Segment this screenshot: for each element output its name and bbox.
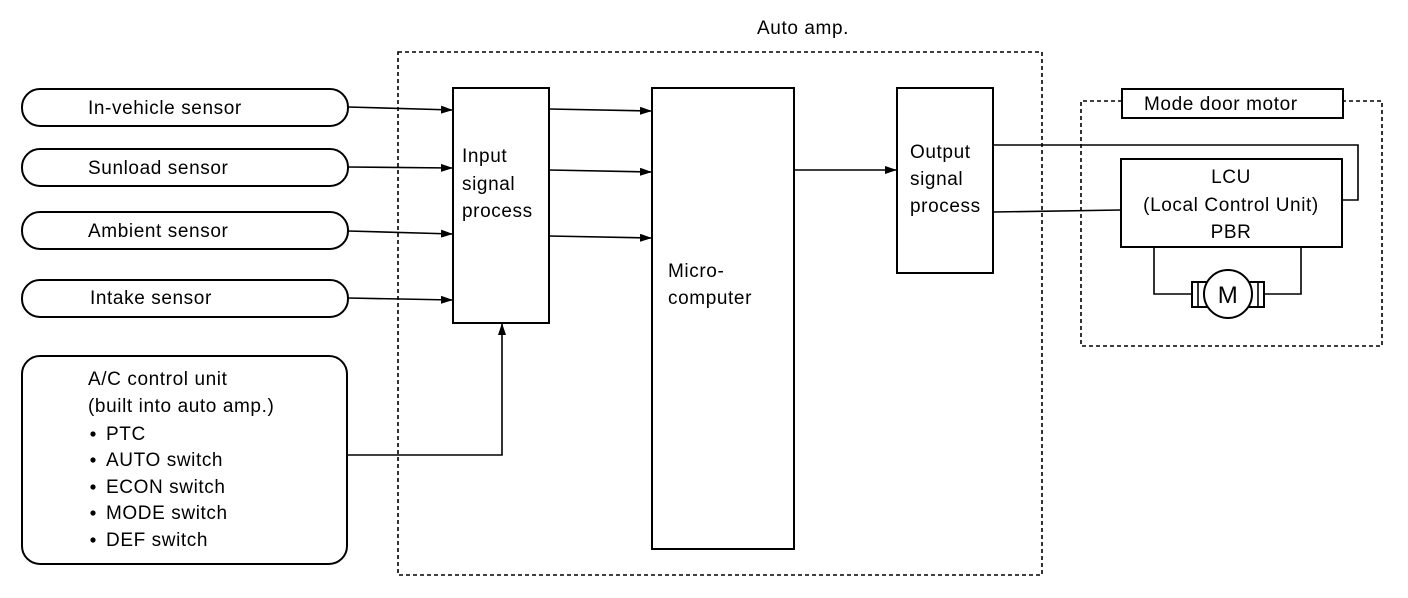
sensor-ambient: Ambient sensor bbox=[21, 211, 349, 250]
microcomputer-label-line1: Micro- bbox=[668, 261, 724, 282]
sensor-box bbox=[21, 211, 349, 250]
microcomputer: Micro- computer bbox=[651, 87, 795, 550]
ac-item-mode-switch: MODE switch bbox=[106, 503, 228, 524]
ac-control-unit-title: A/C control unit bbox=[88, 369, 228, 390]
sensor-label: Ambient sensor bbox=[88, 221, 228, 242]
microcomputer-label-line2: computer bbox=[668, 288, 752, 309]
bullet bbox=[90, 510, 96, 516]
input-label-line1: Input bbox=[462, 146, 507, 167]
ac-control-unit-box bbox=[21, 355, 348, 565]
ac-control-arrow bbox=[347, 323, 506, 456]
intake-arrow bbox=[347, 295, 454, 304]
ac-item-ptc: PTC bbox=[106, 424, 146, 445]
sunload-arrow bbox=[347, 163, 454, 172]
output-label-line1: Output bbox=[910, 142, 971, 163]
input-signal-process: Input signal process bbox=[452, 87, 550, 324]
bullet bbox=[90, 457, 96, 463]
mode-door-motor: Mode door motor LCU (Local Control Unit)… bbox=[1080, 88, 1383, 347]
input-to-micro-arrow-1 bbox=[548, 106, 653, 115]
microcomputer-box bbox=[651, 87, 795, 550]
pbr-label: PBR bbox=[1211, 222, 1252, 243]
mode-door-motor-label: Mode door motor bbox=[1144, 94, 1298, 115]
input-to-micro-arrow-2 bbox=[548, 167, 653, 176]
output-label-line2: signal bbox=[910, 169, 963, 190]
output-to-lcu-wire-upper bbox=[993, 144, 1359, 201]
bullet bbox=[90, 431, 96, 437]
sensor-sunload: Sunload sensor bbox=[21, 148, 349, 187]
sensor-label: Intake sensor bbox=[90, 288, 212, 309]
ac-control-unit: A/C control unit (built into auto amp.) … bbox=[21, 355, 348, 565]
input-label-line2: signal bbox=[462, 174, 515, 195]
motor-icon bbox=[1203, 269, 1253, 319]
lcu-label: LCU bbox=[1211, 167, 1251, 188]
motor-symbol: M bbox=[1218, 282, 1239, 309]
output-label-line3: process bbox=[910, 196, 981, 217]
mode-door-motor-enclosure bbox=[1080, 100, 1383, 347]
input-to-micro-arrow-3 bbox=[548, 233, 653, 242]
ambient-arrow bbox=[347, 229, 454, 238]
input-label-line3: process bbox=[462, 201, 533, 222]
mode-door-motor-label-box bbox=[1121, 88, 1344, 119]
auto-amp-enclosure bbox=[397, 51, 1043, 576]
sensor-in-vehicle: In-vehicle sensor bbox=[21, 88, 349, 127]
output-signal-process: Output signal process bbox=[896, 87, 994, 274]
auto-amp-label: Auto amp. bbox=[757, 18, 849, 39]
bullet bbox=[90, 484, 96, 490]
lcu-full-name: (Local Control Unit) bbox=[1143, 195, 1319, 216]
sensor-label: In-vehicle sensor bbox=[88, 98, 242, 119]
output-to-lcu-wire-lower bbox=[992, 209, 1122, 213]
ac-item-auto-switch: AUTO switch bbox=[106, 450, 223, 471]
lcu-box bbox=[1120, 158, 1343, 248]
in-vehicle-arrow bbox=[347, 105, 454, 114]
motor-wire-left bbox=[1153, 247, 1192, 295]
ac-control-unit-subtitle: (built into auto amp.) bbox=[88, 396, 274, 417]
ac-item-def-switch: DEF switch bbox=[106, 530, 208, 551]
ac-item-econ-switch: ECON switch bbox=[106, 477, 226, 498]
motor-wire-right bbox=[1264, 247, 1302, 295]
sensor-label: Sunload sensor bbox=[88, 158, 229, 179]
sensor-intake: Intake sensor bbox=[21, 279, 349, 318]
output-signal-process-box bbox=[896, 87, 994, 274]
bullet bbox=[90, 537, 96, 543]
